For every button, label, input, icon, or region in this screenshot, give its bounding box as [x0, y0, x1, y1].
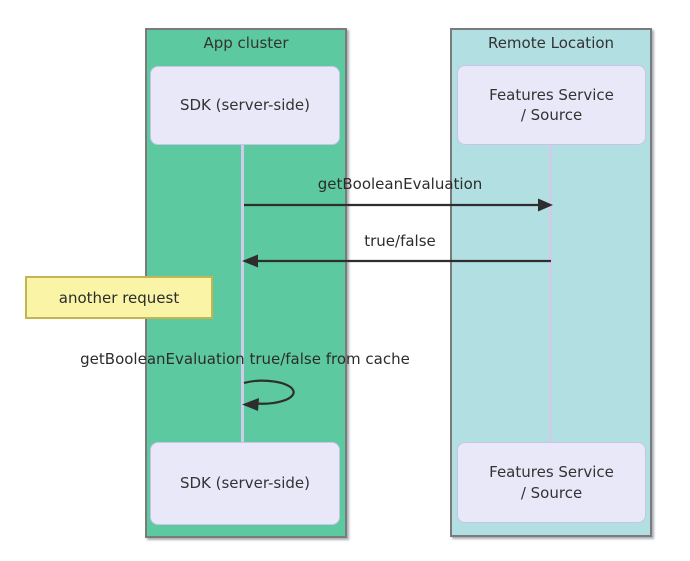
app-cluster-label: App cluster	[203, 34, 289, 52]
message-label-cache: getBooleanEvaluation true/false from cac…	[80, 350, 410, 368]
participant-sdk-bottom: SDK (server-side)	[150, 442, 340, 525]
participant-sdk-top: SDK (server-side)	[150, 66, 340, 145]
remote-location-label: Remote Location	[487, 34, 615, 52]
participant-label: SDK (server-side)	[179, 96, 311, 115]
note-another-request: another request	[25, 276, 213, 319]
participant-label-line1: Features Service	[489, 85, 614, 104]
participant-features-top: Features Service / Source	[457, 65, 646, 145]
participant-features-bottom: Features Service / Source	[457, 442, 646, 523]
message-label-request: getBooleanEvaluation	[317, 175, 483, 193]
message-label-response: true/false	[364, 232, 436, 250]
note-label: another request	[58, 288, 180, 307]
participant-label: SDK (server-side)	[179, 474, 311, 493]
participant-label-line2: / Source	[520, 483, 583, 502]
participant-label-line2: / Source	[520, 106, 583, 124]
sdk-lifeline	[241, 145, 244, 442]
features-lifeline	[549, 145, 552, 442]
participant-label-line1: Features Service	[489, 463, 614, 482]
